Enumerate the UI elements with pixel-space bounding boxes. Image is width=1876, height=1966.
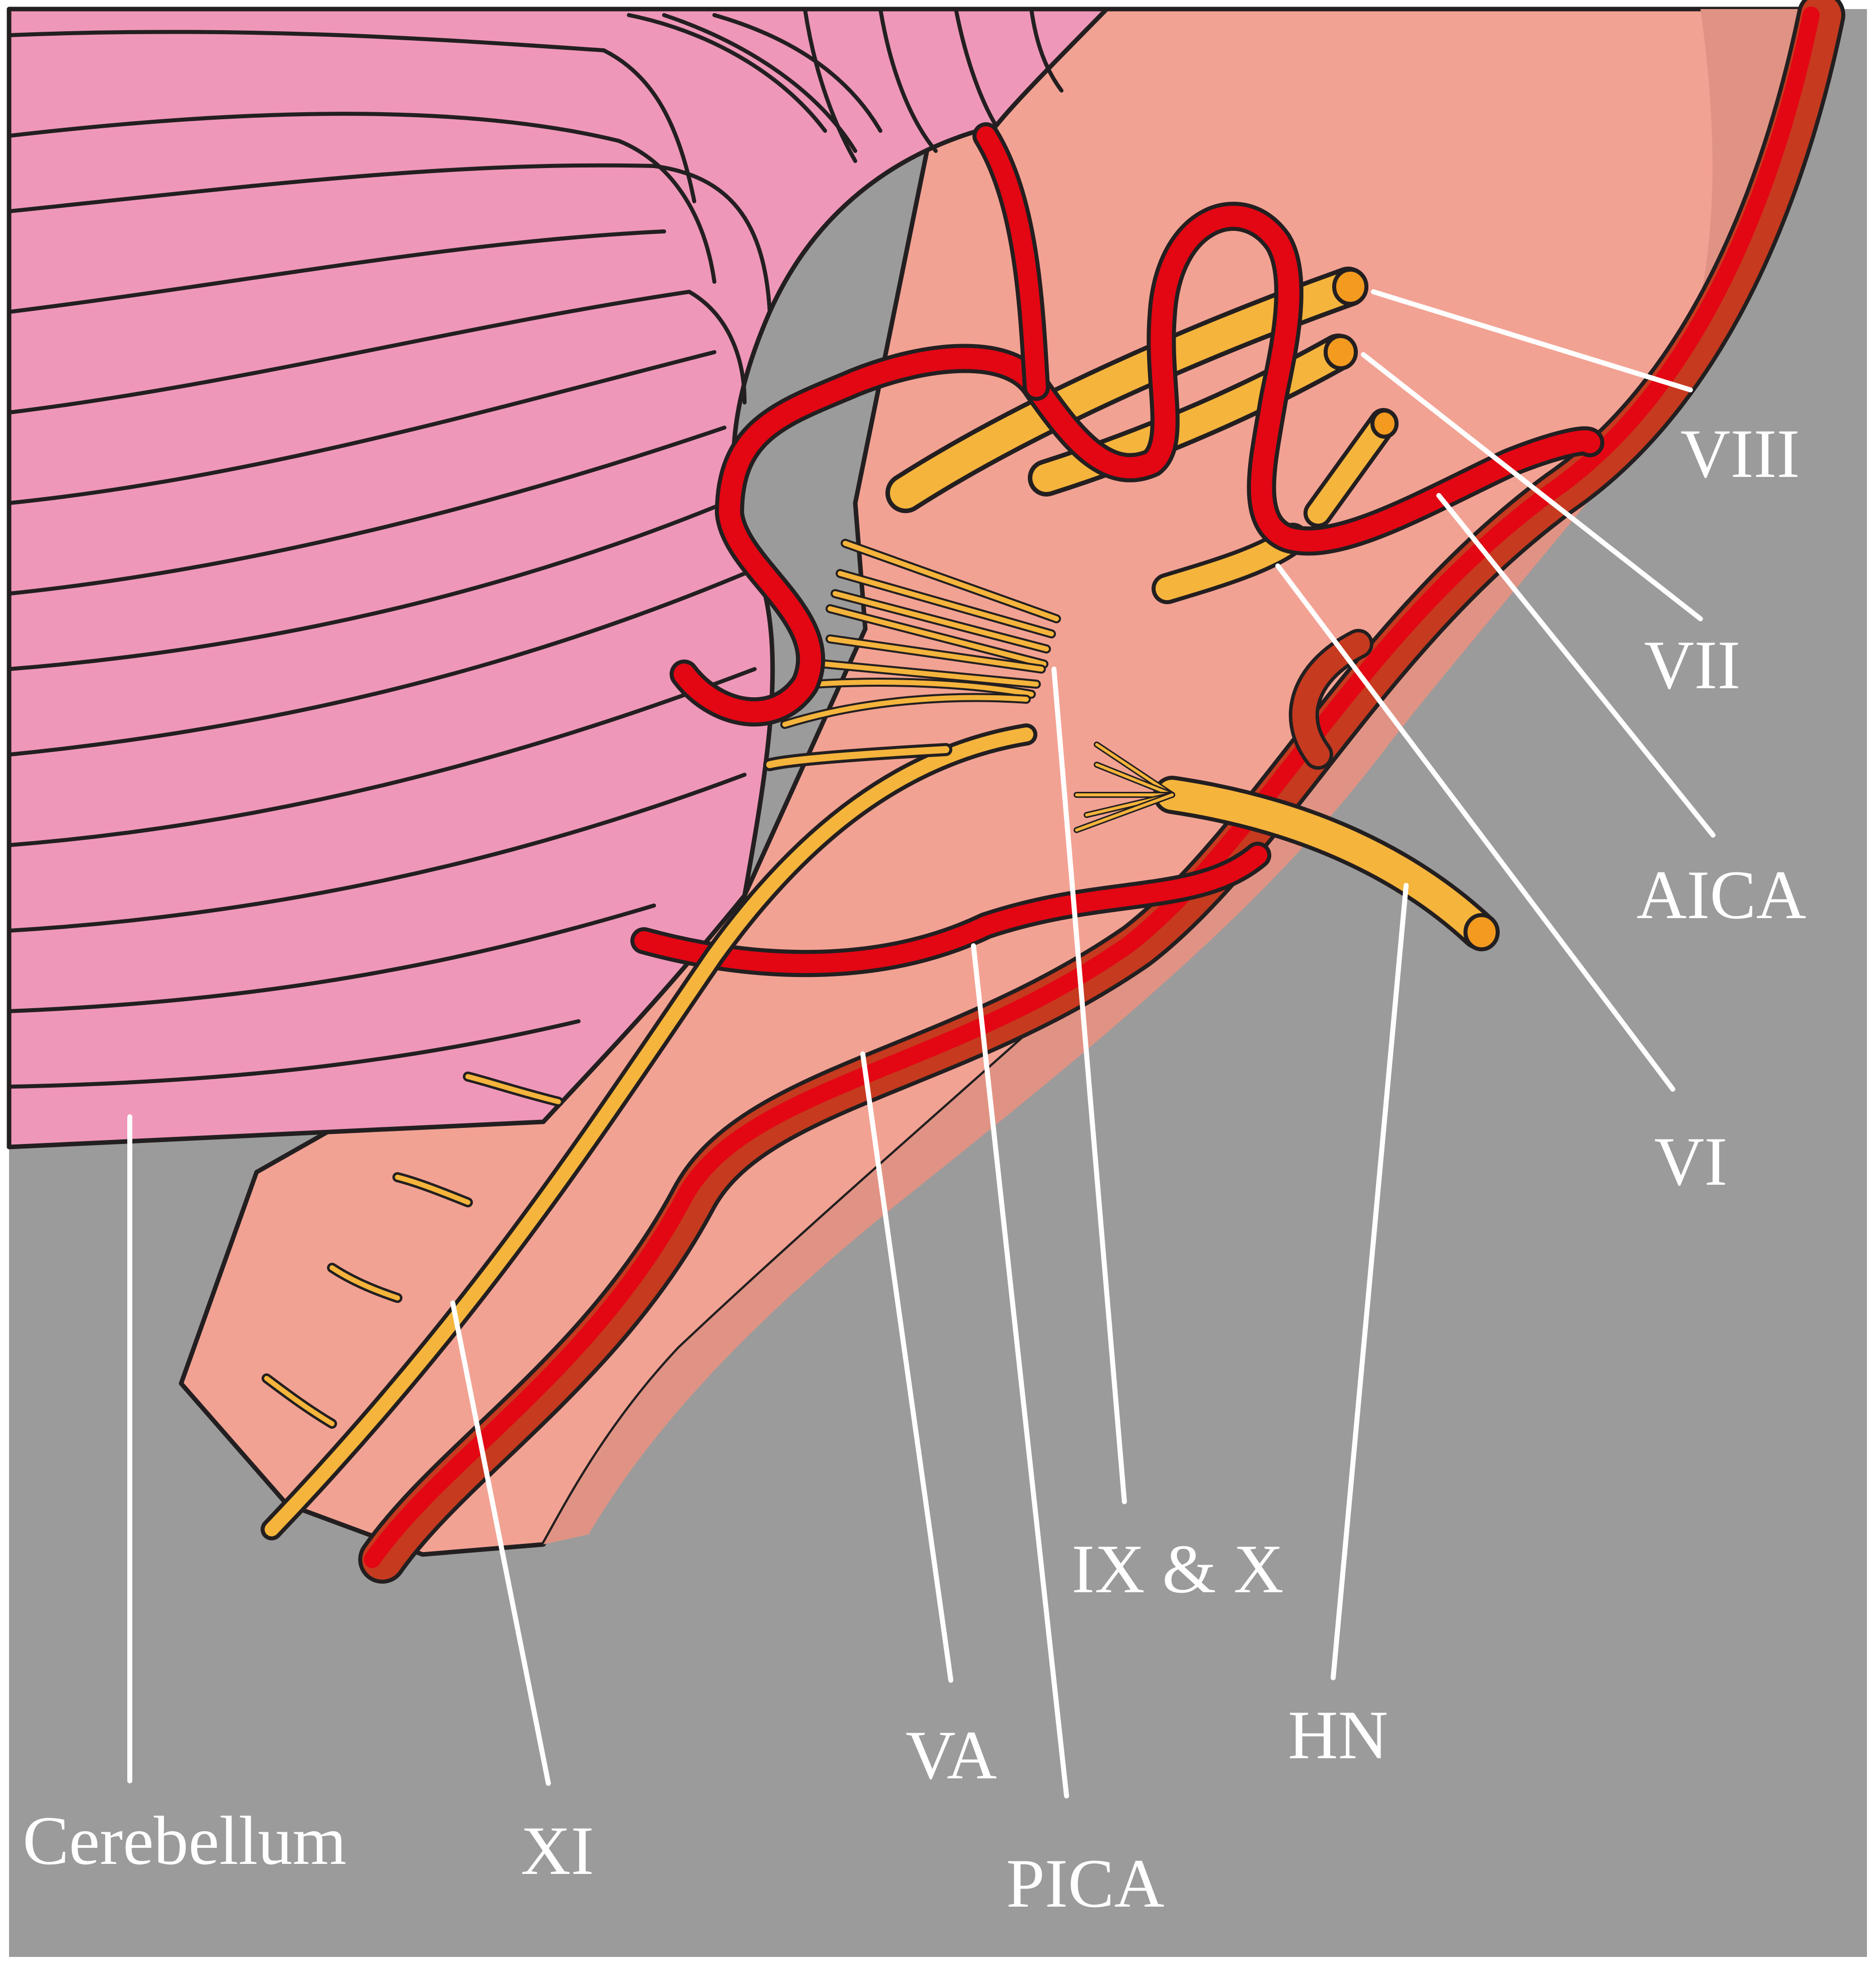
leader-vii [1361, 352, 1703, 621]
leader-hn [1331, 883, 1409, 1680]
nerve-hn [1074, 742, 1500, 951]
cerebellum [7, 7, 1109, 1150]
brainstem-shade [543, 9, 1811, 1544]
nerve-xi [261, 723, 1037, 1540]
hn-rootlets [1074, 742, 1175, 833]
cerebellum-folia [7, 7, 1064, 1089]
label-ix-x: IX & X [1072, 1530, 1284, 1607]
label-aica: AICA [1637, 856, 1806, 933]
aica-artery [670, 122, 1604, 727]
leader-pica [971, 943, 1069, 1798]
label-pica: PICA [1006, 1845, 1164, 1922]
leader-aica [1436, 493, 1716, 838]
leader-xi [450, 1300, 551, 1786]
nerve-ix-x-rootlets [780, 539, 1061, 729]
leader-ix-x [1051, 667, 1127, 1504]
label-vii: VII [1644, 626, 1741, 703]
label-viii: VIII [1680, 415, 1800, 492]
label-cerebellum: Cerebellum [23, 1802, 347, 1879]
label-vi: VI [1654, 1123, 1728, 1200]
xi-rootlets [262, 1072, 563, 1429]
leader-lines [127, 289, 1716, 1798]
label-va: VA [906, 1716, 997, 1793]
label-hn: HN [1288, 1696, 1388, 1773]
label-xi: XI [521, 1812, 594, 1889]
leader-viii [1371, 289, 1693, 392]
leader-vi [1275, 563, 1675, 1092]
labels: VIII VII AICA VI IX & X HN VA PICA XI Ce… [23, 415, 1806, 1922]
leader-va [860, 1051, 953, 1683]
vertebral-artery [358, 0, 1845, 1584]
pica-artery [630, 842, 1271, 977]
